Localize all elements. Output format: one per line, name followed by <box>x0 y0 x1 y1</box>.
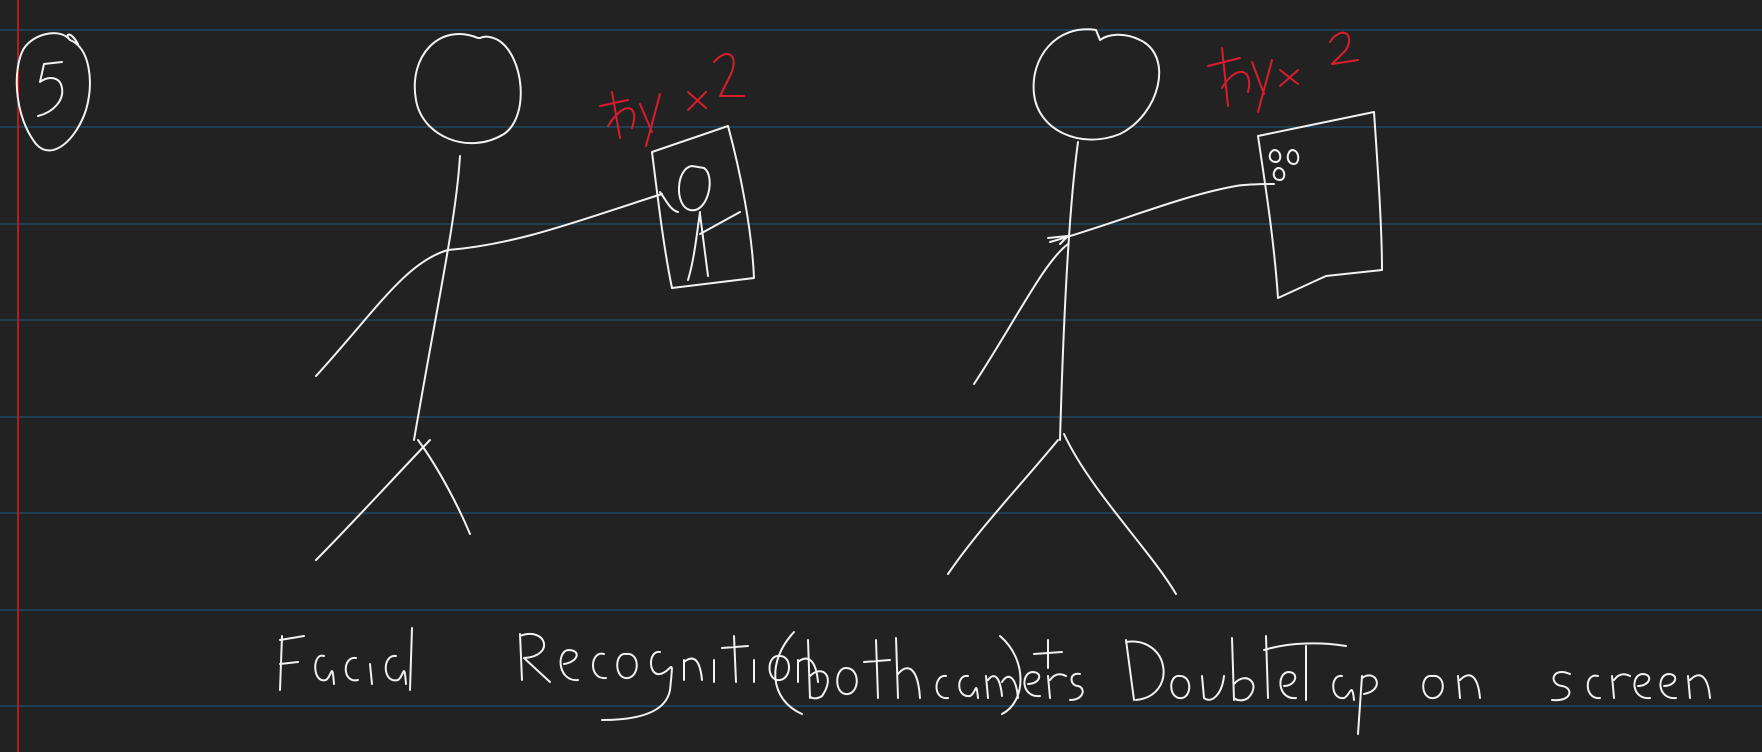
left-figure-arm-left <box>315 249 449 377</box>
left-times-strokes <box>687 91 707 111</box>
right-figure-leg-right <box>1063 433 1177 595</box>
right-phone-front-camera <box>1268 149 1300 181</box>
right-figure-head <box>1032 28 1161 141</box>
right-figure-leg-left <box>947 439 1059 575</box>
caption-ink <box>279 627 1711 735</box>
right-times-strokes <box>1279 69 1299 87</box>
right-annotation-ink <box>1207 31 1359 113</box>
left-phone-selfie-head <box>677 165 711 212</box>
left-annotation-ink <box>599 53 745 147</box>
right-tap-strokes <box>1207 47 1273 113</box>
right-figure-hand <box>1047 235 1069 245</box>
left-phone-selfie-body <box>687 211 741 281</box>
caption-facial-strokes <box>279 627 413 691</box>
right-figure-body <box>1059 141 1079 441</box>
left-phone <box>651 125 755 289</box>
right-phone <box>1257 111 1383 299</box>
caption-double-tap-strokes <box>1125 635 1378 735</box>
left-two-strokes <box>713 53 745 97</box>
left-figure-head <box>413 32 522 145</box>
left-figure-arm-right <box>447 193 663 251</box>
left-figure-leg-left <box>315 439 431 561</box>
left-figure-leg-right <box>417 439 471 535</box>
right-figure-arm-left <box>973 243 1069 385</box>
page-number-circle <box>15 32 91 152</box>
page-number-badge <box>15 32 91 152</box>
page-number-digit <box>37 61 64 117</box>
caption-parenthetical-strokes <box>774 631 1084 715</box>
left-phone-outline <box>651 125 755 289</box>
right-figure-arm-right <box>1049 183 1275 243</box>
right-phone-outline <box>1257 111 1383 299</box>
left-phone-hand <box>659 191 679 213</box>
right-stick-figure <box>947 28 1275 595</box>
caption-on-screen-strokes <box>1422 671 1711 702</box>
right-two-strokes <box>1329 31 1359 65</box>
left-figure-body <box>413 155 461 441</box>
ruled-lines <box>0 29 1762 707</box>
left-tap-strokes <box>599 91 661 147</box>
caption-plus-strokes <box>1033 639 1063 669</box>
caption-recognition-strokes <box>519 633 819 721</box>
left-stick-figure <box>315 32 663 561</box>
